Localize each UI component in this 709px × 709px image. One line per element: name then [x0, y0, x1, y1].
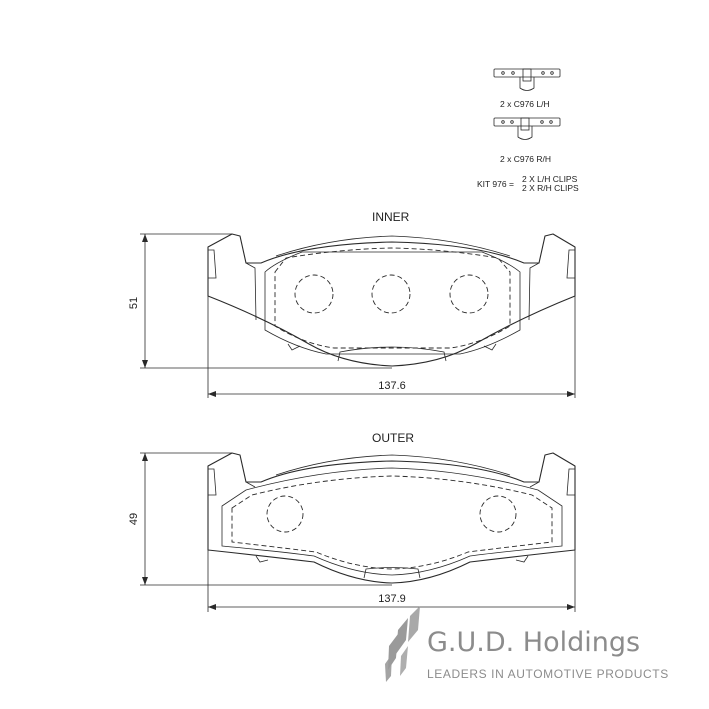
kit-label: KIT 976 =: [477, 179, 514, 189]
brand-tagline: LEADERS IN AUTOMOTIVE PRODUCTS: [427, 667, 669, 681]
outer-friction-dashed: [231, 475, 553, 570]
inner-piston-right: [449, 274, 489, 314]
outer-hole-left: [266, 495, 304, 533]
clip-rh-drawing: [493, 117, 561, 140]
outer-title: OUTER: [372, 431, 414, 445]
clip-lh-label: 2 x C976 L/H: [500, 99, 550, 109]
clip-lh-drawing: [493, 68, 561, 91]
inner-title: INNER: [372, 210, 410, 224]
outer-pad-outline: [207, 452, 576, 584]
gud-logo-mark: [385, 606, 420, 682]
kit-line-2: 2 X R/H CLIPS: [522, 183, 579, 193]
inner-height-dimension: [140, 233, 392, 369]
inner-height-value: 51: [128, 297, 140, 309]
inner-width-dimension: [207, 296, 576, 398]
inner-piston-center: [371, 274, 411, 314]
inner-width-value: 137.6: [378, 380, 406, 392]
inner-pad-outline: [207, 233, 576, 367]
inner-piston-left: [294, 274, 334, 314]
outer-width-value: 137.9: [378, 593, 406, 605]
inner-friction-dashed: [274, 247, 511, 349]
outer-hole-right: [479, 495, 517, 533]
brand-name: G.U.D. Holdings: [427, 627, 640, 658]
kit-line-1: 2 X L/H CLIPS: [522, 174, 578, 184]
outer-height-dimension: [140, 452, 392, 586]
outer-width-dimension: [207, 550, 576, 612]
outer-height-value: 49: [128, 513, 140, 525]
clip-rh-label: 2 x C976 R/H: [500, 154, 551, 164]
